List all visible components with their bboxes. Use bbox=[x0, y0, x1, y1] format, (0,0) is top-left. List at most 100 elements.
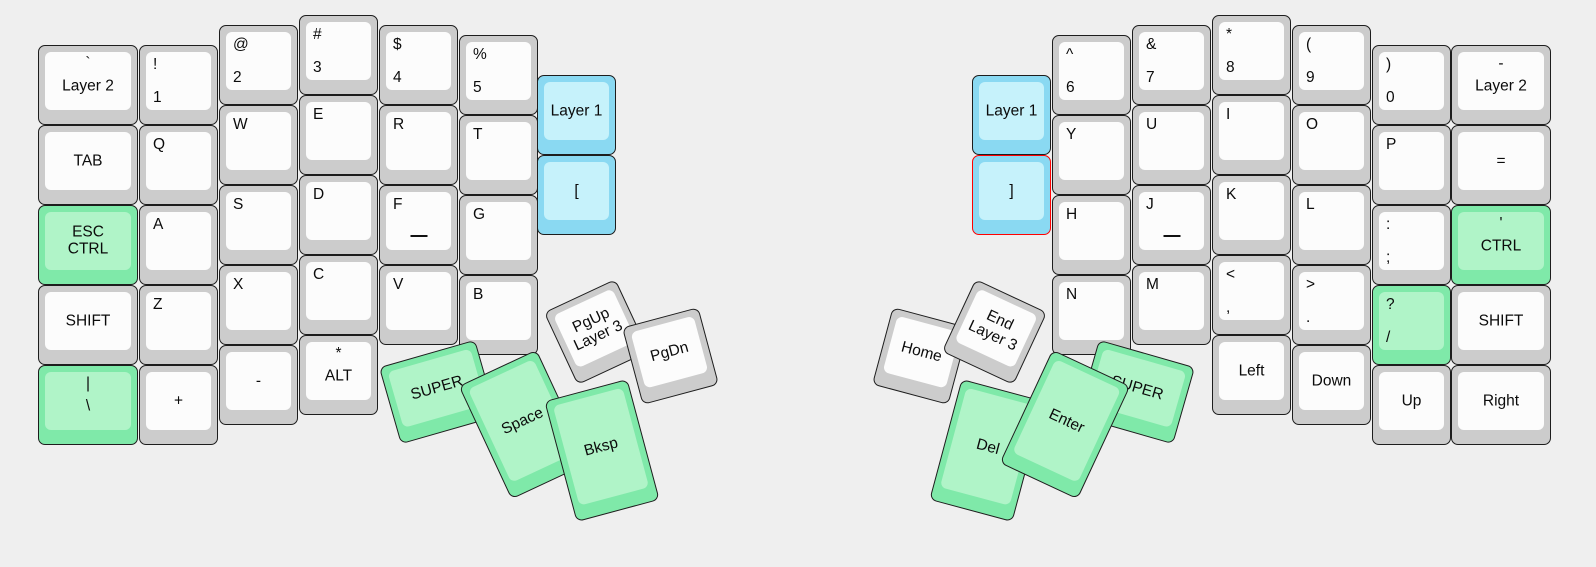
key-l-c3-r4[interactable]: *ALT bbox=[299, 335, 378, 415]
key-r-c1-r3[interactable]: N bbox=[1052, 275, 1131, 355]
keycap-face: C bbox=[306, 262, 371, 320]
key-r-c5-r4[interactable]: Up bbox=[1372, 365, 1451, 445]
key-l-c1-r0-label: 1 bbox=[153, 88, 162, 106]
key-l-c0-r2-label: ESC CTRL bbox=[67, 223, 109, 258]
key-r-c5-r2[interactable]: :; bbox=[1372, 205, 1451, 285]
key-l-c3-r0[interactable]: #3 bbox=[299, 15, 378, 95]
key-l-c0-r2[interactable]: ESC CTRL bbox=[38, 205, 138, 285]
keycap-face: N bbox=[1059, 282, 1124, 340]
key-l-c1-r4[interactable]: + bbox=[139, 365, 218, 445]
keycap-face: Z bbox=[146, 292, 211, 350]
key-l-c0-r3[interactable]: SHIFT bbox=[38, 285, 138, 365]
key-r-c5-r3-shifted-label: ? bbox=[1386, 296, 1395, 313]
keycap-face: TAB bbox=[45, 132, 131, 190]
key-l-c1-r2[interactable]: A bbox=[139, 205, 218, 285]
key-l-c4-r2[interactable]: F bbox=[379, 185, 458, 265]
key-r-c0-r0[interactable]: Layer 1 bbox=[972, 75, 1051, 155]
key-r-c5-r3[interactable]: ?/ bbox=[1372, 285, 1451, 365]
key-l-th-pgdn[interactable]: PgDn bbox=[621, 307, 720, 405]
keycap-face: <, bbox=[1219, 262, 1284, 320]
keycap-face: >. bbox=[1299, 272, 1364, 330]
key-l-c3-r2[interactable]: D bbox=[299, 175, 378, 255]
key-r-c3-r1[interactable]: I bbox=[1212, 95, 1291, 175]
keycap-face: X bbox=[226, 272, 291, 330]
key-l-c2-r3[interactable]: X bbox=[219, 265, 298, 345]
keycap-face: End Layer 3 bbox=[954, 288, 1038, 369]
key-l-c2-r0[interactable]: @2 bbox=[219, 25, 298, 105]
keycap-face: Up bbox=[1379, 372, 1444, 430]
keycap-face: Layer 1 bbox=[544, 82, 609, 140]
key-r-c6-r0[interactable]: -Layer 2 bbox=[1451, 45, 1551, 125]
key-r-c3-r4[interactable]: Left bbox=[1212, 335, 1291, 415]
key-r-c4-r1[interactable]: O bbox=[1292, 105, 1371, 185]
key-r-c0-r1[interactable]: ] bbox=[972, 155, 1051, 235]
key-l-c2-r4-label: - bbox=[255, 372, 262, 390]
key-r-c4-r3[interactable]: >. bbox=[1292, 265, 1371, 345]
key-r-c2-r1-shifted-label: U bbox=[1146, 116, 1158, 133]
key-r-c3-r2[interactable]: K bbox=[1212, 175, 1291, 255]
key-r-c5-r1[interactable]: P bbox=[1372, 125, 1451, 205]
key-r-c4-r0-shifted-label: ( bbox=[1306, 36, 1312, 53]
key-l-c0-r4[interactable]: |\ bbox=[38, 365, 138, 445]
key-r-c1-r0[interactable]: ^6 bbox=[1052, 35, 1131, 115]
keycap-face: V bbox=[386, 272, 451, 330]
keycap-face: )0 bbox=[1379, 52, 1444, 110]
key-r-c6-r2[interactable]: 'CTRL bbox=[1451, 205, 1551, 285]
key-l-c3-r3[interactable]: C bbox=[299, 255, 378, 335]
key-l-c0-r0-label: Layer 2 bbox=[62, 76, 114, 94]
keycap-face: H bbox=[1059, 202, 1124, 260]
key-r-c3-r0[interactable]: *8 bbox=[1212, 15, 1291, 95]
key-r-c4-r0[interactable]: (9 bbox=[1292, 25, 1371, 105]
key-l-c5-r1[interactable]: T bbox=[459, 115, 538, 195]
keycap-face: &7 bbox=[1139, 32, 1204, 90]
key-r-c5-r0-shifted-label: ) bbox=[1386, 56, 1392, 73]
key-r-c1-r1[interactable]: Y bbox=[1052, 115, 1131, 195]
key-r-c6-r3[interactable]: SHIFT bbox=[1451, 285, 1551, 365]
key-r-c2-r0[interactable]: &7 bbox=[1132, 25, 1211, 105]
keycap-face: #3 bbox=[306, 22, 371, 80]
key-l-c0-r1[interactable]: TAB bbox=[38, 125, 138, 205]
key-r-c1-r2-shifted-label: H bbox=[1066, 206, 1078, 223]
keycap-face: @2 bbox=[226, 32, 291, 90]
key-r-c3-r3[interactable]: <, bbox=[1212, 255, 1291, 335]
key-r-c5-r3-label: / bbox=[1386, 328, 1391, 346]
key-l-c4-r3[interactable]: V bbox=[379, 265, 458, 345]
key-r-c4-r4[interactable]: Down bbox=[1292, 345, 1371, 425]
key-l-c4-r1[interactable]: R bbox=[379, 105, 458, 185]
keycap-face: Bksp bbox=[552, 387, 650, 506]
key-r-c5-r0[interactable]: )0 bbox=[1372, 45, 1451, 125]
key-l-c2-r2[interactable]: S bbox=[219, 185, 298, 265]
key-l-c1-r1[interactable]: Q bbox=[139, 125, 218, 205]
key-r-c2-r2[interactable]: J bbox=[1132, 185, 1211, 265]
key-r-c6-r4[interactable]: Right bbox=[1451, 365, 1551, 445]
key-l-c4-r0[interactable]: $4 bbox=[379, 25, 458, 105]
key-l-c2-r1[interactable]: W bbox=[219, 105, 298, 185]
keycap-face: G bbox=[466, 202, 531, 260]
key-r-c3-r0-shifted-label: * bbox=[1226, 26, 1233, 43]
key-l-c1-r3[interactable]: Z bbox=[139, 285, 218, 365]
key-l-c1-r0[interactable]: !1 bbox=[139, 45, 218, 125]
keycap-face: B bbox=[466, 282, 531, 340]
key-r-c6-r1[interactable]: = bbox=[1451, 125, 1551, 205]
key-l-c2-r2-shifted-label: S bbox=[233, 196, 244, 213]
key-l-c0-r0[interactable]: `Layer 2 bbox=[38, 45, 138, 125]
key-r-c2-r1[interactable]: U bbox=[1132, 105, 1211, 185]
key-l-c5-r2[interactable]: G bbox=[459, 195, 538, 275]
key-l-c2-r4[interactable]: - bbox=[219, 345, 298, 425]
key-r-c4-r2[interactable]: L bbox=[1292, 185, 1371, 265]
keycap-face: PgDn bbox=[630, 315, 709, 389]
key-r-c2-r3[interactable]: M bbox=[1132, 265, 1211, 345]
key-l-c3-r1[interactable]: E bbox=[299, 95, 378, 175]
key-l-c6-r0[interactable]: Layer 1 bbox=[537, 75, 616, 155]
key-l-c5-r0[interactable]: %5 bbox=[459, 35, 538, 115]
key-r-c5-r2-shifted-label: : bbox=[1386, 216, 1391, 233]
key-l-c1-r1-shifted-label: Q bbox=[153, 136, 166, 153]
key-r-c1-r2[interactable]: H bbox=[1052, 195, 1131, 275]
key-l-c0-r4-label: \ bbox=[85, 396, 91, 414]
key-l-c6-r1[interactable]: [ bbox=[537, 155, 616, 235]
key-l-c5-r3-shifted-label: B bbox=[473, 286, 484, 303]
key-r-c0-r1-label: ] bbox=[1009, 182, 1014, 200]
keycap-face: Enter bbox=[1012, 358, 1122, 483]
key-r-c4-r3-shifted-label: > bbox=[1306, 276, 1316, 293]
